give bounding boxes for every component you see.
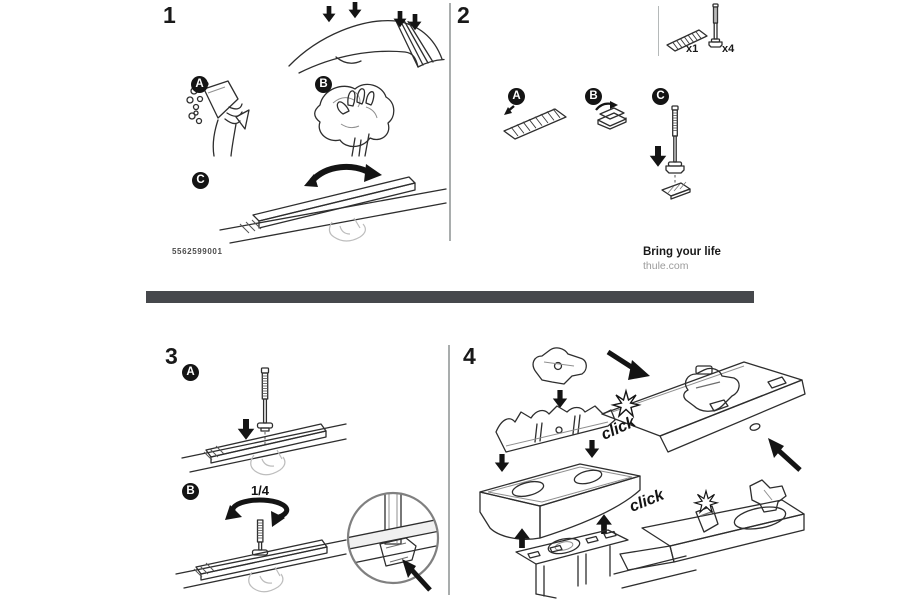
clip-install-icon	[595, 101, 627, 130]
bolt-into-rail-icon	[181, 367, 347, 476]
bolt-insert-icon	[649, 105, 691, 200]
panel-2-number: 2	[457, 2, 470, 28]
step-b-marker: B	[182, 483, 199, 500]
strip-quantity: x1	[686, 43, 699, 55]
click-detail-upper-icon: click	[599, 349, 806, 472]
quarter-turn-label: 1/4	[251, 483, 270, 498]
brand-tagline: Bring your life	[643, 246, 721, 258]
bolt-part-icon	[708, 3, 723, 48]
strip-part-icon	[666, 29, 708, 52]
step-a-marker: A	[191, 76, 208, 93]
cloth-wipe-icon	[314, 83, 395, 157]
detail-magnifier-icon	[346, 491, 440, 592]
click-label-2: click	[627, 486, 667, 516]
brand-website: thule.com	[643, 260, 689, 272]
bolt-quantity: x4	[722, 43, 735, 55]
step-c-marker: C	[652, 88, 669, 105]
quarter-turn-icon: 1/4	[175, 483, 347, 593]
step-a-marker: A	[182, 364, 199, 381]
panel-3-number: 3	[165, 343, 178, 369]
strip-insert-icon	[503, 105, 567, 140]
step-b-marker: B	[585, 88, 602, 105]
click-detail-lower-icon: click	[613, 479, 805, 589]
parts-list-divider	[658, 6, 659, 56]
panel-divider-bottom	[448, 345, 450, 595]
foot-assembly-exploded-icon	[479, 347, 641, 599]
section-divider-bar	[146, 291, 754, 303]
step-b-marker: B	[315, 76, 332, 93]
panel-1-number: 1	[163, 2, 176, 28]
panel-divider-top	[449, 3, 451, 241]
step-c-marker: C	[192, 172, 209, 189]
part-number: 5562599001	[172, 247, 223, 256]
strip-flip-icon	[219, 163, 447, 244]
click-label-1: click	[599, 413, 639, 443]
step-a-marker: A	[508, 88, 525, 105]
car-roof-icon	[288, 2, 445, 74]
panel-4-number: 4	[463, 343, 476, 369]
